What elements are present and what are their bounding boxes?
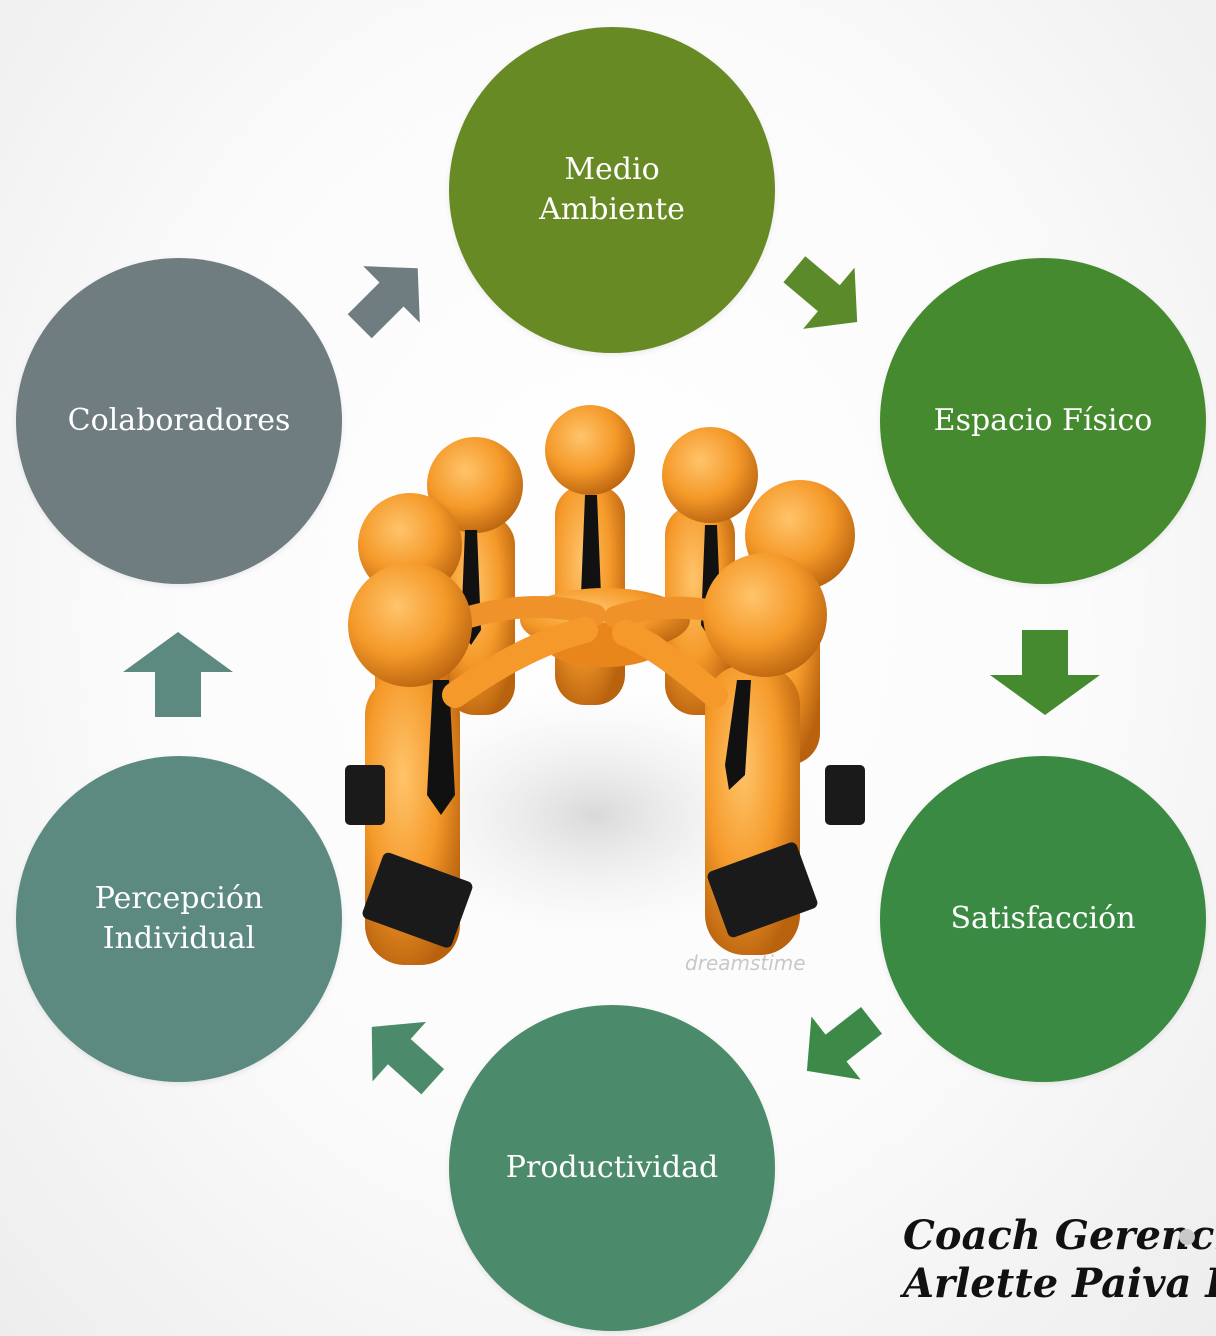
watermark: dreamstime — [685, 951, 806, 975]
node-colaboradores: Colaboradores — [16, 258, 342, 584]
arrow-colaboradores-to-medio — [347, 266, 420, 339]
node-espacio-fisico: Espacio Físico — [880, 258, 1206, 584]
node-productividad: Productividad — [449, 1005, 775, 1331]
footer-line-1: Coach Gerencia — [903, 1212, 1216, 1259]
node-label: Colaboradores — [67, 402, 291, 438]
node-label: Percepción Individual — [94, 880, 264, 957]
node-label: Satisfacción — [950, 900, 1136, 936]
footer-credit: Coach Gerencia Arlette Paiva I — [903, 1212, 1216, 1308]
arrow-percepcion-to-colaboradores — [123, 632, 233, 717]
arrow-satisfaccion-to-productividad — [806, 1006, 882, 1080]
team-huddle-illustration: dreamstime — [345, 405, 865, 975]
node-satisfaccion: Satisfacción — [880, 756, 1206, 1082]
node-label: Medio Ambiente — [539, 151, 685, 228]
page-dot — [1179, 1229, 1195, 1245]
node-medio-ambiente: Medio Ambiente — [449, 27, 775, 353]
node-label: Productividad — [505, 1149, 719, 1185]
footer-line-2: Arlette Paiva I — [903, 1260, 1216, 1307]
arrow-productividad-to-percepcion — [371, 1021, 445, 1095]
node-label: Espacio Físico — [933, 402, 1153, 438]
arrow-medio-to-espacio — [783, 256, 858, 329]
arrow-espacio-to-satisfaccion — [990, 630, 1100, 715]
node-percepcion-individual: Percepción Individual — [16, 756, 342, 1082]
